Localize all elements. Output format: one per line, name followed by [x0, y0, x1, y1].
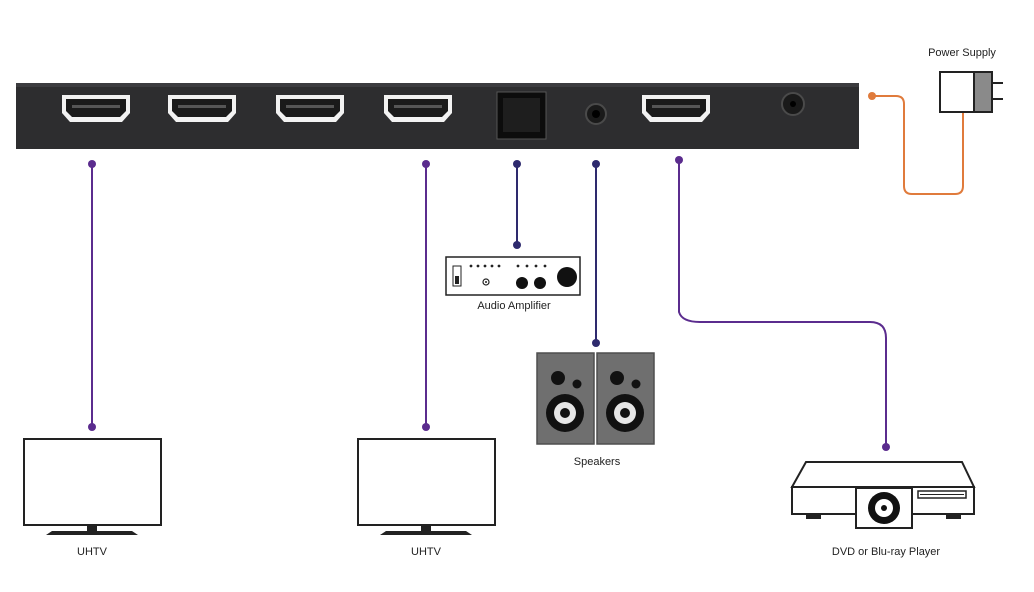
hdmi-out-port-1 — [62, 95, 130, 122]
hdmi-out-port-3 — [276, 95, 344, 122]
disc-player: DVD or Blu-ray Player — [790, 461, 976, 558]
player-top — [790, 461, 976, 488]
power-cable — [873, 95, 964, 195]
hdmi-splitter — [16, 83, 859, 149]
tv-icon — [23, 438, 162, 526]
hdmi-in-port — [642, 95, 710, 122]
dc-power-port — [781, 92, 805, 116]
volume-knob-icon — [557, 267, 577, 287]
audio-amplifier-label: Audio Amplifier — [477, 300, 551, 312]
power-supply-label: Power Supply — [928, 47, 996, 59]
analog-audio-port — [585, 103, 607, 125]
power-adapter-body — [939, 71, 975, 113]
hdmi-cable-player — [678, 161, 887, 446]
power-supply: Power Supply — [928, 47, 1003, 113]
audio-amplifier: Audio Amplifier — [445, 256, 581, 312]
player-label: DVD or Blu-ray Player — [832, 546, 941, 558]
speaker-left-icon — [536, 352, 595, 445]
uhtv-1: UHTV — [23, 438, 162, 558]
cables — [91, 95, 964, 446]
tv-icon — [357, 438, 496, 526]
hdmi-out-port-2 — [168, 95, 236, 122]
knob-icon — [516, 277, 528, 289]
speakers: Speakers — [536, 352, 655, 468]
cable-connectors — [88, 92, 890, 451]
speakers-label: Speakers — [574, 456, 621, 468]
uhtv-1-label: UHTV — [77, 546, 108, 558]
hdmi-out-port-4 — [384, 95, 452, 122]
uhtv-2: UHTV — [357, 438, 496, 558]
uhtv-2-label: UHTV — [411, 546, 442, 558]
speaker-right-icon — [596, 352, 655, 445]
optical-audio-port — [496, 91, 547, 140]
